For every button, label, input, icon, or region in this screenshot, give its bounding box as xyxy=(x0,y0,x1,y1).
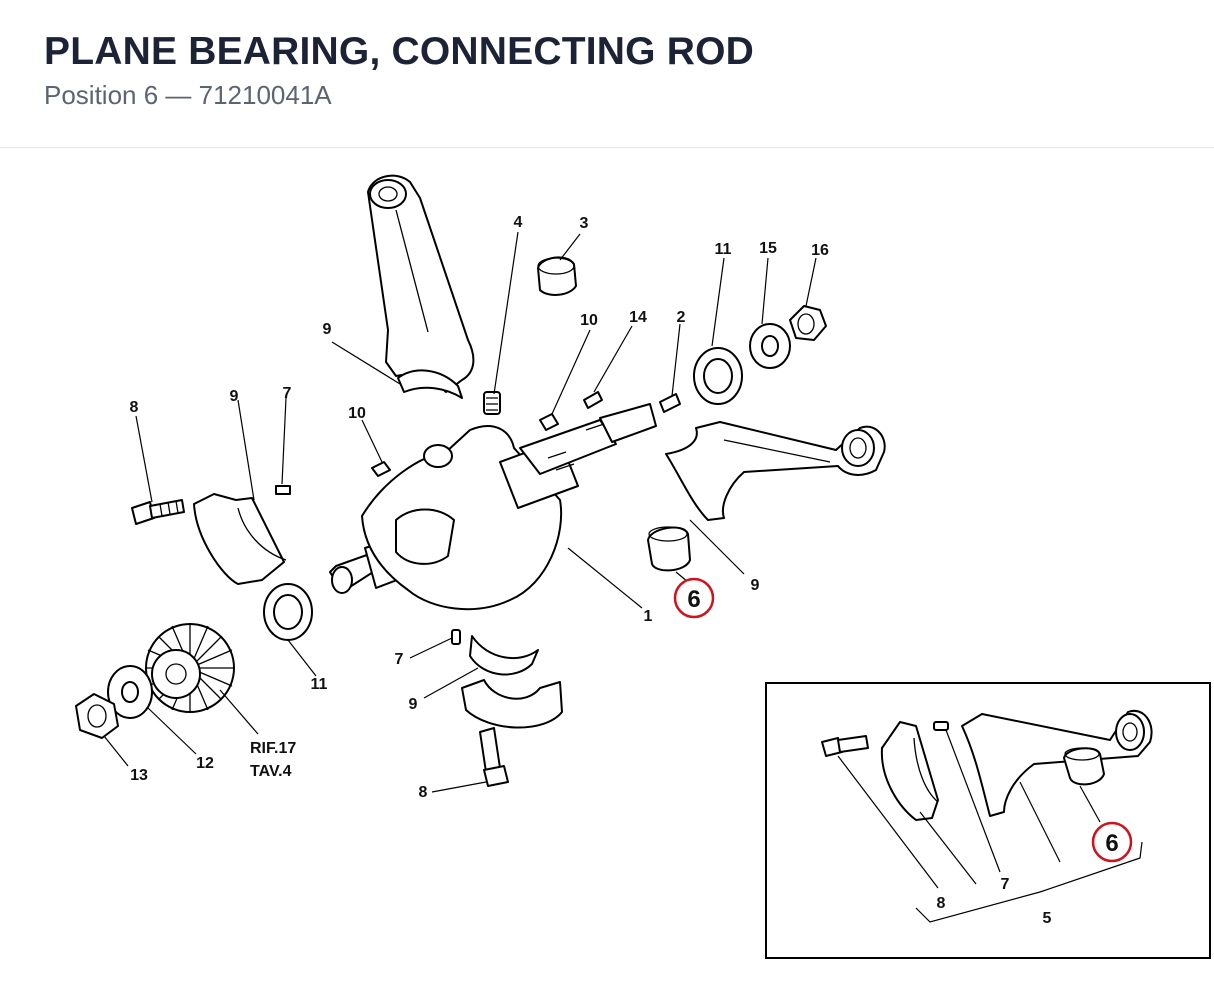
callout-6: 6 xyxy=(687,586,700,613)
ref-line-2: TAV.4 xyxy=(250,763,292,780)
callout-8-left: 8 xyxy=(130,399,139,416)
callout-7-upper: 7 xyxy=(283,385,292,402)
bearing-cap-9-lower xyxy=(461,679,563,729)
plane-bearing-6 xyxy=(647,526,691,572)
seal-ring-11-lower xyxy=(263,583,313,641)
crankshaft xyxy=(329,403,657,611)
page-header: PLANE BEARING, CONNECTING ROD Position 6… xyxy=(0,0,1214,148)
connecting-rod-upper xyxy=(367,174,475,399)
callout-4: 4 xyxy=(514,214,523,231)
connecting-rod-right xyxy=(665,421,886,521)
key-10-left xyxy=(371,461,391,477)
callout-13: 13 xyxy=(130,767,148,784)
exploded-diagram: 4 3 11 15 16 9 10 14 2 8 9 7 10 9 1 7 11… xyxy=(75,174,1211,959)
callout-10-upper: 10 xyxy=(580,312,598,329)
callout-16: 16 xyxy=(811,242,829,259)
leader-lines xyxy=(103,231,817,793)
callout-11-lower: 11 xyxy=(311,676,328,693)
callout-9-left: 9 xyxy=(230,388,239,405)
inset-bearing-cap xyxy=(880,721,939,821)
callout-9-lower: 9 xyxy=(409,696,418,713)
washer-15 xyxy=(749,323,791,369)
inset-callout-7: 7 xyxy=(1001,876,1010,893)
callout-1: 1 xyxy=(644,608,653,625)
page-subtitle: Position 6 — 71210041A xyxy=(44,80,332,110)
pin-7-left xyxy=(275,485,291,495)
inset-callout-5: 5 xyxy=(1043,910,1052,927)
callout-2: 2 xyxy=(677,309,686,326)
callout-11-top: 11 xyxy=(715,241,732,258)
pin-7-lower xyxy=(451,629,461,645)
callout-9-top: 9 xyxy=(323,321,332,338)
page-title: PLANE BEARING, CONNECTING ROD xyxy=(44,30,754,73)
inset-callout-6: 6 xyxy=(1105,830,1118,857)
grub-screw-4 xyxy=(483,391,501,415)
key-10-upper xyxy=(539,413,559,431)
seal-ring-11-top xyxy=(693,347,743,405)
plug-3 xyxy=(537,256,577,296)
highlight-callout-6: 6 xyxy=(673,577,715,619)
inset-bolt-8 xyxy=(821,735,869,757)
callout-9-right: 9 xyxy=(751,577,760,594)
callout-3: 3 xyxy=(580,215,589,232)
key-14 xyxy=(583,391,603,409)
callout-12: 12 xyxy=(196,755,214,772)
callout-labels: 4 3 11 15 16 9 10 14 2 8 9 7 10 9 1 7 11… xyxy=(130,214,829,801)
bearing-shell-9-lower xyxy=(469,635,539,676)
inset-pin-7 xyxy=(933,721,949,731)
grub-screw-2 xyxy=(659,393,681,413)
callout-14: 14 xyxy=(629,309,647,326)
gear-17 xyxy=(145,623,235,713)
callout-10-left: 10 xyxy=(348,405,366,422)
washer-12 xyxy=(107,665,153,719)
inset-highlight-callout-6: 6 xyxy=(1091,821,1133,863)
bolt-8-left xyxy=(131,499,185,525)
callout-15: 15 xyxy=(759,240,777,257)
callout-7-lower: 7 xyxy=(395,651,404,668)
bearing-cap-9-left xyxy=(193,493,287,585)
inset-callout-8: 8 xyxy=(937,895,946,912)
inset-connecting-rod xyxy=(961,709,1153,817)
inset-plane-bearing xyxy=(1063,747,1105,786)
inset-detail: 8 7 5 6 xyxy=(765,682,1211,959)
nut-13 xyxy=(75,693,119,739)
callout-8-lower: 8 xyxy=(419,784,428,801)
nut-16 xyxy=(789,305,827,341)
bolt-8-lower xyxy=(479,727,509,787)
ref-line-1: RIF.17 xyxy=(250,740,296,757)
